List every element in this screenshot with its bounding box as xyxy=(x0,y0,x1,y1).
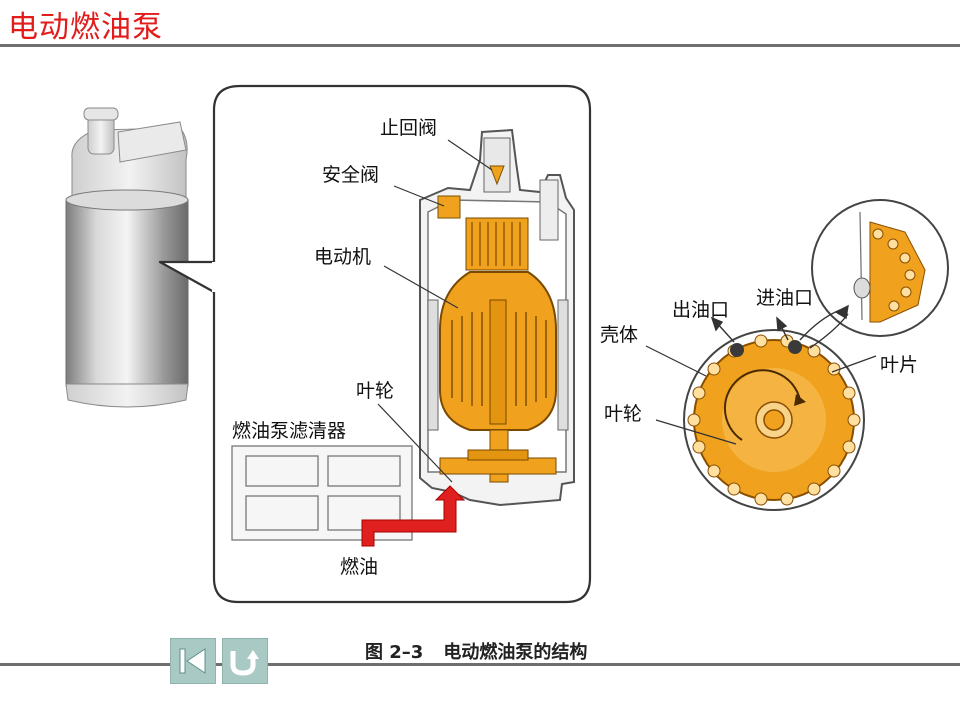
figure-number: 图 2–3 xyxy=(365,642,424,663)
label-fuel: 燃油 xyxy=(340,556,378,578)
bottom-divider xyxy=(0,663,960,666)
cutaway-panel xyxy=(158,84,592,604)
label-filter: 燃油泵滤清器 xyxy=(232,420,346,442)
page-title: 电动燃油泵 xyxy=(8,10,163,45)
return-button[interactable] xyxy=(222,638,268,684)
label-impeller-right: 叶轮 xyxy=(604,403,642,425)
top-divider xyxy=(0,44,960,47)
skip-to-start-icon xyxy=(179,648,206,674)
figure-caption: 图 2–3 电动燃油泵的结构 xyxy=(365,638,587,664)
label-blade: 叶片 xyxy=(880,354,918,376)
label-check-valve: 止回阀 xyxy=(380,117,437,139)
label-motor: 电动机 xyxy=(314,246,371,268)
return-icon xyxy=(230,650,259,676)
pump-photo xyxy=(65,107,217,408)
figure-title: 电动燃油泵的结构 xyxy=(443,642,588,663)
impeller-section xyxy=(645,199,949,511)
label-inlet: 进油口 xyxy=(756,287,813,309)
first-page-button[interactable] xyxy=(170,638,216,684)
label-outlet: 出油口 xyxy=(672,299,729,321)
label-housing: 壳体 xyxy=(600,324,638,346)
label-safety-valve: 安全阀 xyxy=(322,164,379,186)
label-impeller-left: 叶轮 xyxy=(356,380,394,402)
